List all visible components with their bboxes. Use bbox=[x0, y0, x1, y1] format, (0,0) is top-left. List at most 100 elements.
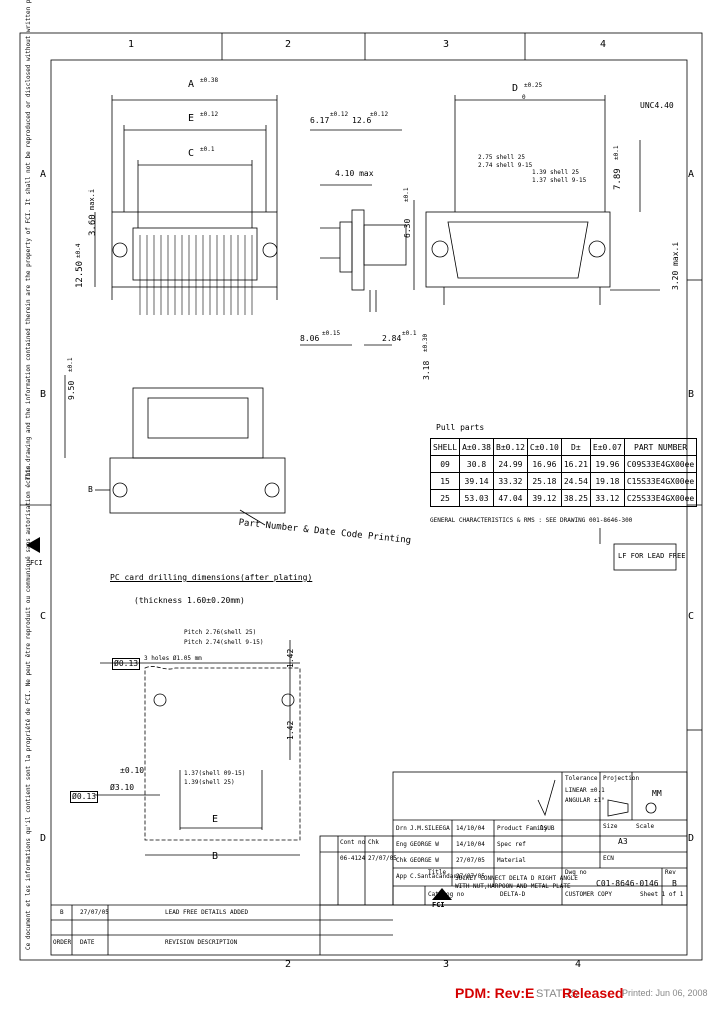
tolerance-linear: LINEAR ±0.1 bbox=[565, 787, 605, 794]
unc-thread: UNC4.40 bbox=[640, 101, 674, 110]
tb-name: C.Santacandara bbox=[410, 873, 461, 880]
lf-box-label: LF FOR LEAD FREE bbox=[618, 552, 686, 560]
col-3-bottom: 3 bbox=[443, 959, 450, 970]
row-a-right: A bbox=[688, 169, 695, 180]
col-1-top: 1 bbox=[128, 39, 135, 50]
dim-806-tol: ±0.15 bbox=[322, 330, 341, 337]
side-note-2: Ce document et les informations qu'il co… bbox=[25, 462, 32, 950]
dim-630-tol: ±0.1 bbox=[403, 187, 410, 202]
parts-header: B±0.12 bbox=[493, 438, 528, 456]
status-label: STATUS bbox=[536, 988, 578, 1000]
pitch-label-2: 2.74 shell 9-15 bbox=[478, 162, 533, 169]
pcb-dim-e: E bbox=[212, 814, 219, 825]
cell: 38.25 bbox=[560, 489, 591, 507]
size-label: Size bbox=[603, 823, 618, 830]
rev-header-b: Chk bbox=[368, 839, 379, 846]
table-row: 25 53.03 47.04 39.12 38.25 33.12 C25S33E… bbox=[429, 489, 698, 507]
pcb-d310: Ø3.10 bbox=[110, 783, 135, 792]
dim-126: 12.6 bbox=[352, 116, 372, 125]
dim-c: C bbox=[188, 148, 195, 159]
pitch-label-3: 1.39 shell 25 bbox=[532, 169, 579, 176]
pitch-label-1: 2.75 shell 25 bbox=[478, 154, 525, 161]
cell: 53.03 bbox=[459, 489, 494, 507]
pdm-rev: PDM: Rev:E bbox=[455, 985, 535, 1001]
pcb-pitch-a: Pitch 2.76(shell 25) bbox=[184, 629, 257, 636]
tb-role: Eng bbox=[396, 841, 407, 848]
dim-318-tol: ±0.30 bbox=[422, 333, 429, 352]
size-value: A3 bbox=[618, 837, 628, 846]
pcb-dim-b: B bbox=[212, 851, 219, 862]
dim-a-tol: ±0.38 bbox=[200, 77, 219, 84]
tb-name: J.M.SILEEGA bbox=[410, 825, 450, 832]
parts-header-row: SHELL A±0.38 B±0.12 C±0.10 D± E±0.07 PAR… bbox=[429, 438, 698, 456]
ecn-label: ECN bbox=[603, 855, 614, 862]
tb-name: GEORGE W bbox=[410, 857, 439, 864]
dim-284: 2.84 bbox=[382, 334, 402, 343]
dim-height-tol: ±0.4 bbox=[75, 243, 82, 258]
pcb-holes: 3 holes Ø1.05 mm bbox=[144, 655, 202, 662]
spec-ref: Spec ref bbox=[497, 841, 526, 848]
parts-header: E±0.07 bbox=[589, 438, 625, 456]
tb-date: 27/07/05 bbox=[456, 873, 485, 880]
cell: 19.18 bbox=[589, 472, 625, 490]
tb-role: Chk bbox=[396, 857, 407, 864]
cell: 25 bbox=[429, 489, 461, 507]
title-line-1: SOCKET CONNECT DELTA D RIGHT ANGLE bbox=[455, 875, 578, 882]
dim-950-tol: ±0.1 bbox=[67, 357, 74, 372]
dwg-label: Dwg no bbox=[565, 869, 587, 876]
pcb-p137: 1.37(shell 09-15) bbox=[184, 770, 246, 777]
col-4-top: 4 bbox=[600, 39, 607, 50]
side-note-1: This drawing and the information contain… bbox=[25, 0, 32, 480]
tb-role: Drn bbox=[396, 825, 407, 832]
rev-entry-rev: B bbox=[60, 909, 64, 916]
table-row: 09 30.8 24.99 16.96 16.21 19.96 C09S33E4… bbox=[429, 455, 698, 473]
catalog-label: Catalog no bbox=[428, 891, 465, 898]
table-row: 15 39.14 33.32 25.18 24.54 19.18 C15S33E… bbox=[429, 472, 698, 490]
pcb-d013: Ø0.13 bbox=[112, 658, 141, 670]
row-d-right: D bbox=[688, 833, 695, 844]
cell: 16.21 bbox=[560, 455, 591, 473]
pcb-p139: 1.39(shell 25) bbox=[184, 779, 235, 786]
scale-label: Scale bbox=[636, 823, 655, 830]
pcb-d013b: Ø0.13 bbox=[70, 791, 99, 803]
printed-date: Printed: Jun 06, 2008 bbox=[622, 988, 708, 998]
rev-header-a: Cont no bbox=[340, 839, 366, 846]
pcb-thickness: (thickness 1.60±0.20mm) bbox=[134, 596, 245, 605]
cell: 24.99 bbox=[493, 455, 528, 473]
cell: 30.8 bbox=[459, 455, 494, 473]
dim-950: 9.50 bbox=[67, 380, 76, 400]
parts-title: Pull parts bbox=[436, 423, 485, 432]
dim-617: 6.17 bbox=[310, 116, 330, 125]
pcb-d142-bot: 1.42 bbox=[286, 720, 295, 740]
status-value: Released bbox=[562, 985, 624, 1001]
rev-label: Rev bbox=[665, 869, 676, 876]
material: Material bbox=[497, 857, 526, 864]
cell: C09S33E4GX00ee bbox=[623, 455, 698, 473]
row-b-left: B bbox=[40, 389, 47, 400]
dim-410: 4.10 max bbox=[335, 169, 374, 178]
tb-date: 14/10/04 bbox=[456, 841, 485, 848]
rev-entry-date: 27/07/05 bbox=[80, 909, 109, 916]
projection-label: Projection bbox=[603, 775, 640, 782]
parts-note: GENERAL CHARACTERISTICS & RMS : SEE DRAW… bbox=[430, 517, 633, 524]
sheet-count: Sheet 1 of 1 bbox=[640, 891, 684, 898]
product-family-value: DSUB bbox=[540, 825, 555, 832]
customer-copy: CUSTOMER COPY bbox=[565, 891, 612, 898]
dim-789-tol: ±0.1 bbox=[613, 145, 620, 160]
dim-height: 12.50 bbox=[75, 260, 85, 288]
tb-date: 14/10/04 bbox=[456, 825, 485, 832]
dim-c-tol: ±0.1 bbox=[200, 146, 215, 153]
col-2-bottom: 2 bbox=[285, 959, 292, 970]
cell: 25.18 bbox=[526, 472, 562, 490]
rev-value: B bbox=[672, 879, 677, 888]
catalog-value: DELTA-D bbox=[500, 891, 526, 898]
col-4-bottom: 4 bbox=[575, 959, 582, 970]
pcb-pitch-b: Pitch 2.74(shell 9-15) bbox=[184, 639, 264, 646]
cell: 39.14 bbox=[459, 472, 494, 490]
tolerance-label: Tolerance bbox=[565, 775, 598, 782]
dim-b-top: B bbox=[88, 485, 93, 494]
parts-header: D± bbox=[560, 438, 591, 456]
dim-d: D bbox=[512, 83, 519, 94]
fci-logo-titleblock bbox=[432, 888, 452, 900]
